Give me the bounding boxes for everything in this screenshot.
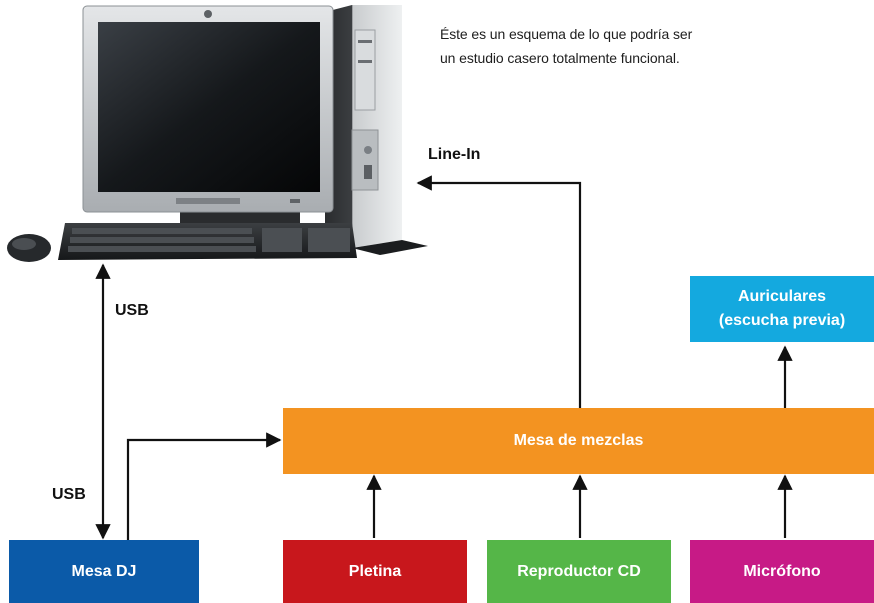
headphones-label-line-1: Auriculares bbox=[737, 288, 827, 305]
cd-box: Reproductor CD bbox=[487, 540, 671, 603]
mic-box: Micrófono bbox=[690, 540, 874, 603]
usb-lower-label: USB bbox=[52, 486, 86, 503]
mixer-label: Mesa de mezclas bbox=[513, 432, 644, 449]
line-in-label: Line-In bbox=[428, 146, 481, 163]
deck-label: Pletina bbox=[348, 562, 402, 580]
description-line-1: Éste es un esquema de lo que podría ser bbox=[440, 26, 693, 42]
deck-box: Pletina bbox=[283, 540, 467, 603]
cd-label: Reproductor CD bbox=[517, 562, 641, 580]
mixer-box: Mesa de mezclas bbox=[283, 408, 874, 474]
description-line-2: un estudio casero totalmente funcional. bbox=[440, 50, 680, 66]
description-text: Éste es un esquema de lo que podría ser … bbox=[440, 22, 760, 70]
headphones-box: Auriculares (escucha previa) bbox=[690, 276, 874, 342]
dj-box: Mesa DJ bbox=[9, 540, 199, 603]
desktop-computer-icon bbox=[7, 5, 428, 262]
headphones-label-line-2: (escucha previa) bbox=[718, 312, 846, 329]
usb-upper-label: USB bbox=[115, 302, 149, 319]
dj-to-mixer-arrow bbox=[126, 432, 282, 540]
mic-label: Micrófono bbox=[743, 562, 821, 580]
mixer-to-linein-arrow bbox=[416, 175, 582, 408]
dj-label: Mesa DJ bbox=[71, 562, 137, 580]
